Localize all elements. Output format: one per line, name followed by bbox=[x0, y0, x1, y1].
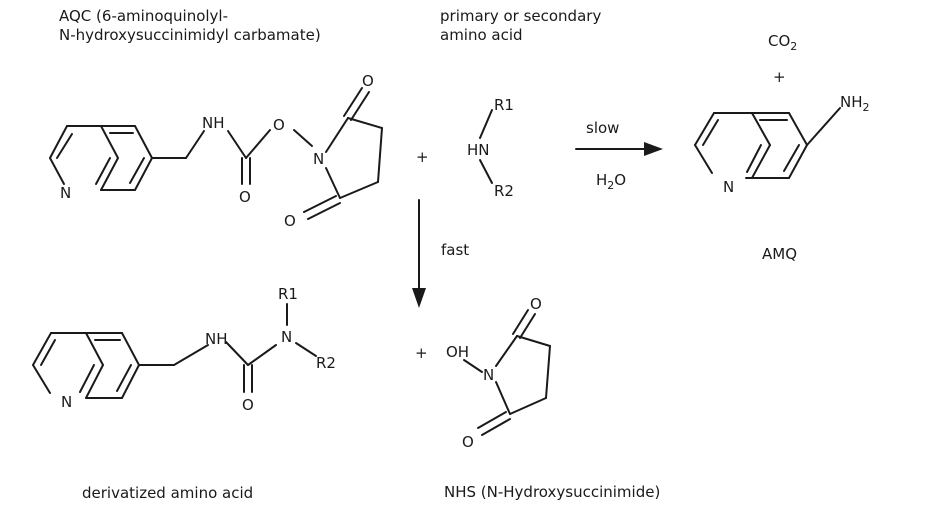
aqc-ester-o: O bbox=[273, 116, 285, 134]
amq-ring-n: N bbox=[723, 178, 734, 196]
deriv-nh: NH bbox=[205, 330, 228, 348]
deriv-carbonyl-o: O bbox=[242, 396, 254, 414]
aqc-label-line1: AQC (6-aminoquinolyl- bbox=[59, 7, 229, 25]
amine-structure: R1 HN R2 bbox=[467, 96, 514, 200]
amine-r2: R2 bbox=[494, 182, 514, 200]
fast-arrow: fast bbox=[412, 199, 469, 308]
amq-nh2: NH2 bbox=[840, 93, 870, 114]
aqc-label-line2: N-hydroxysuccinimidyl carbamate) bbox=[59, 26, 321, 44]
nhs-o-top: O bbox=[530, 295, 542, 313]
nhs-label: NHS (N-Hydroxysuccinimide) bbox=[444, 483, 661, 501]
fast-label: fast bbox=[441, 241, 469, 259]
amine-hn: HN bbox=[467, 141, 490, 159]
deriv-ring-n: N bbox=[61, 393, 72, 411]
amq-label: AMQ bbox=[762, 245, 798, 263]
amine-r1: R1 bbox=[494, 96, 514, 114]
nhs-structure: OH N O O bbox=[446, 295, 551, 451]
slow-label: slow bbox=[586, 119, 619, 137]
amino-acid-label-line1: primary or secondary bbox=[440, 7, 602, 25]
aqc-succ-n: N bbox=[313, 150, 324, 168]
co2-label: CO2 bbox=[768, 32, 797, 53]
aqc-nh: NH bbox=[202, 114, 225, 132]
slow-arrow: slow H2O bbox=[575, 119, 663, 192]
nhs-o-bottom: O bbox=[462, 433, 474, 451]
derivatized-label: derivatized amino acid bbox=[82, 484, 254, 502]
aqc-succ-o-top: O bbox=[362, 72, 374, 90]
derivatized-structure: N NH O N R1 R2 bbox=[32, 285, 336, 414]
amino-acid-label-line2: amino acid bbox=[440, 26, 523, 44]
deriv-r1: R1 bbox=[278, 285, 298, 303]
plus-1: + bbox=[416, 148, 429, 166]
water-label: H2O bbox=[596, 171, 626, 192]
nhs-n: N bbox=[483, 366, 494, 384]
plus-co2: + bbox=[773, 68, 786, 86]
deriv-r2: R2 bbox=[316, 354, 336, 372]
aqc-carbonyl-o: O bbox=[239, 188, 251, 206]
amq-structure: N NH2 bbox=[694, 93, 870, 196]
aqc-structure: N NH O O N O O bbox=[49, 72, 383, 230]
aqc-ring-n: N bbox=[60, 184, 71, 202]
aqc-succ-o-bottom: O bbox=[284, 212, 296, 230]
plus-2: + bbox=[415, 344, 428, 362]
deriv-n: N bbox=[281, 328, 292, 346]
nhs-oh: OH bbox=[446, 343, 469, 361]
